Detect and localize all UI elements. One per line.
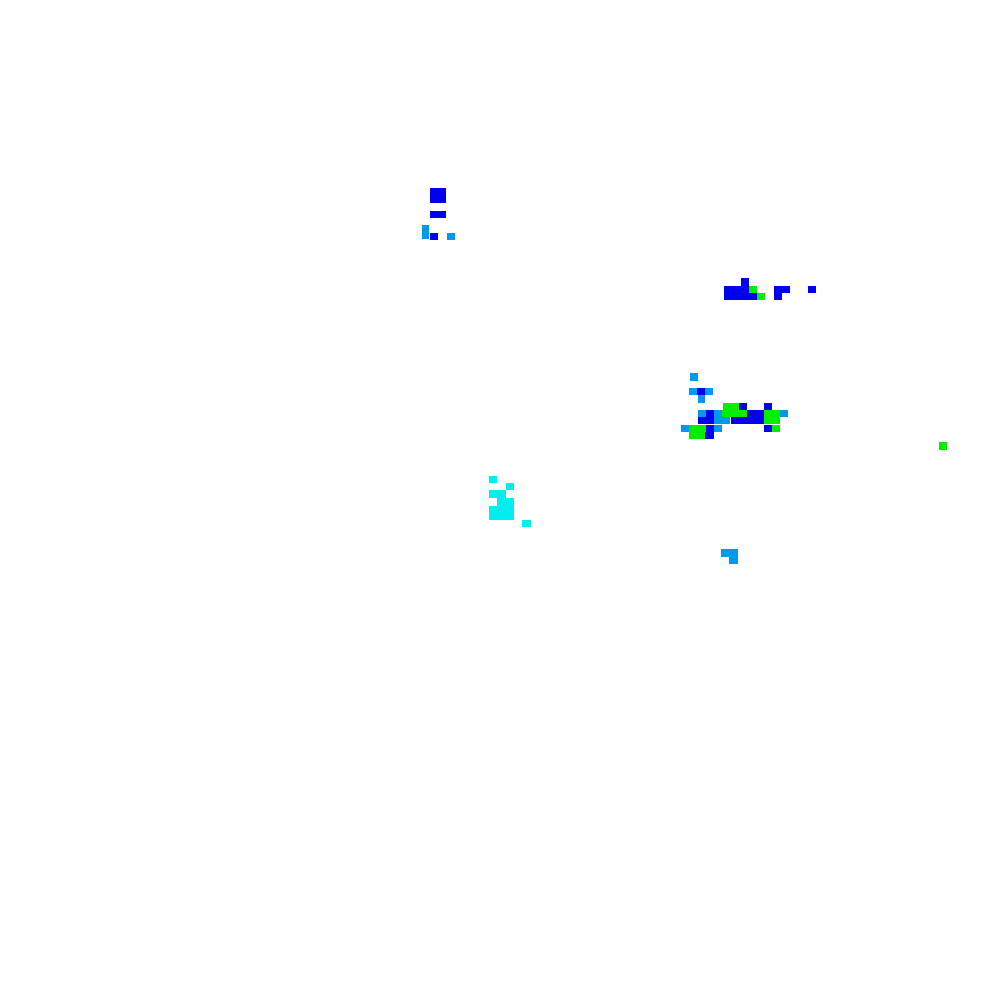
pixel-block-middle-right <box>739 403 747 410</box>
pixel-block-middle-right <box>747 410 764 417</box>
pixel-block-middle-right <box>723 403 739 410</box>
pixel-block-middle-right <box>764 410 780 417</box>
pixel-block-middle-right <box>690 373 698 381</box>
pixel-block-lower-right <box>729 557 738 564</box>
pixel-block-upper-right <box>724 286 749 300</box>
pixel-block-middle-right <box>706 410 714 417</box>
pixel-block-middle-right <box>764 425 772 432</box>
pixel-block-middle-right <box>705 432 714 439</box>
pixel-block-middle-right <box>689 425 706 432</box>
pixel-block-upper-right <box>774 293 782 300</box>
pixel-block-center <box>489 476 497 483</box>
pixel-block-upper-left <box>430 188 446 203</box>
pixel-block-center <box>489 490 506 498</box>
pixel-block-far-right <box>939 442 947 450</box>
pixel-block-upper-right <box>774 286 790 293</box>
pixel-block-center <box>497 498 514 506</box>
pixel-block-middle-right <box>698 395 705 403</box>
pixel-block-center <box>506 483 514 490</box>
pixel-block-upper-right <box>808 286 816 293</box>
pixel-block-middle-right <box>705 388 713 395</box>
pixel-block-middle-right <box>780 410 788 417</box>
pixel-block-upper-left <box>430 233 438 240</box>
pixel-block-upper-left <box>422 232 429 239</box>
pixel-block-upper-left <box>430 211 446 218</box>
pixel-block-middle-right <box>689 432 705 439</box>
pixel-block-center <box>489 506 514 520</box>
pixel-block-middle-right <box>764 417 780 424</box>
pixel-block-middle-right <box>714 425 722 432</box>
pixel-block-middle-right <box>689 388 697 395</box>
pixel-block-middle-right <box>722 410 747 417</box>
pixel-block-middle-right <box>714 417 730 424</box>
pixel-block-upper-right <box>741 278 749 286</box>
pixel-block-middle-right <box>706 425 714 432</box>
pixel-block-middle-right <box>698 417 714 424</box>
pixel-block-upper-right <box>749 286 757 293</box>
pixel-block-center <box>522 520 531 527</box>
pixel-block-upper-left <box>422 225 429 232</box>
pixel-block-middle-right <box>681 425 689 432</box>
pixel-block-middle-right <box>698 410 706 417</box>
pixel-block-middle-right <box>764 403 772 410</box>
pixel-block-lower-right <box>721 549 738 557</box>
pixel-block-middle-right <box>731 417 764 424</box>
pixel-block-upper-right <box>757 293 765 300</box>
pixel-block-middle-right <box>697 388 705 395</box>
pixel-block-upper-left <box>447 233 455 240</box>
pixel-block-upper-right <box>749 293 757 300</box>
pixel-block-middle-right <box>772 425 780 432</box>
pixel-block-middle-right <box>714 410 722 417</box>
